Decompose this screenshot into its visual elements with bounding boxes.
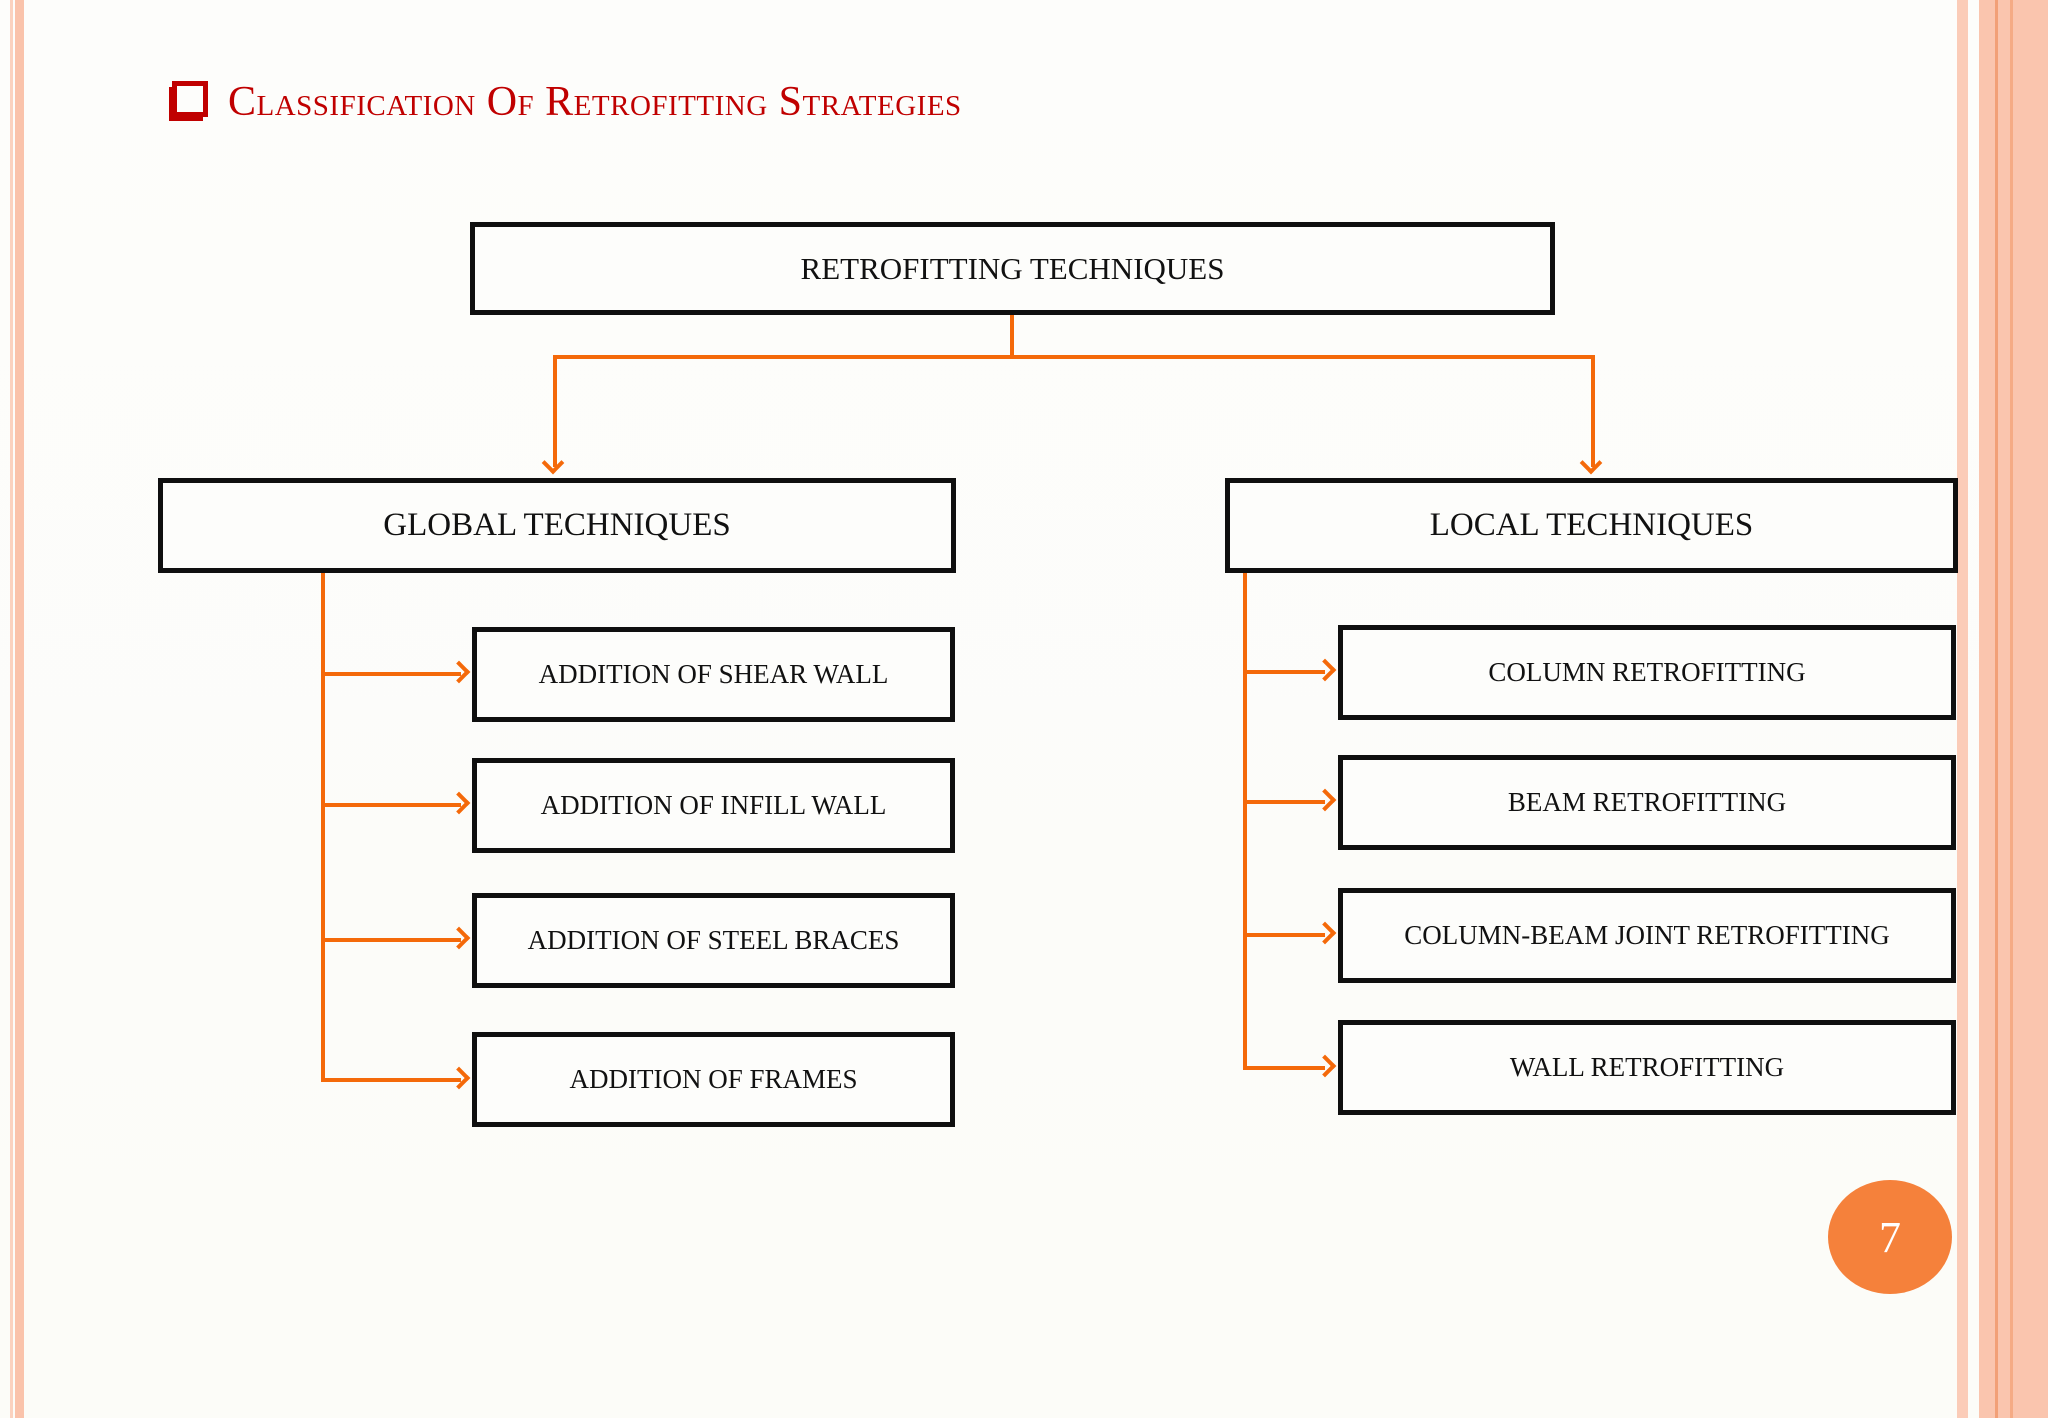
- node-global-techniques: GLOBAL TECHNIQUES: [158, 478, 956, 573]
- node-label: WALL RETROFITTING: [1509, 1052, 1785, 1082]
- node-addition-of-steel-braces: ADDITION OF STEEL BRACES: [472, 893, 955, 988]
- node-label: ADDITION OF FRAMES: [569, 1064, 858, 1094]
- connector-drop-global: [553, 355, 557, 467]
- arrowhead-beam-retrofit: [1313, 788, 1337, 812]
- connector-arm-shear-wall: [321, 672, 461, 676]
- arrowhead-frames: [447, 1066, 471, 1090]
- node-label: GLOBAL TECHNIQUES: [383, 507, 731, 543]
- node-column-retrofitting: COLUMN RETROFITTING: [1338, 625, 1956, 720]
- arrowhead-down-local: [1579, 451, 1603, 475]
- node-addition-of-frames: ADDITION OF FRAMES: [472, 1032, 955, 1127]
- square-bullet-icon: [172, 81, 208, 118]
- right-border-accent-line-1: [1995, 0, 1998, 1418]
- node-local-techniques: LOCAL TECHNIQUES: [1225, 478, 1958, 573]
- arrowhead-joint-retrofit: [1313, 921, 1337, 945]
- right-border-accent-line-2: [2010, 0, 2013, 1418]
- connector-arm-steel-braces: [321, 938, 461, 942]
- page-number: 7: [1879, 1212, 1901, 1262]
- left-border-thin-stripe: [10, 0, 13, 1418]
- node-label: RETROFITTING TECHNIQUES: [800, 250, 1225, 286]
- connector-drop-local: [1591, 355, 1595, 467]
- node-label: ADDITION OF INFILL WALL: [540, 790, 887, 820]
- right-border-thin-stripe: [1957, 0, 1968, 1418]
- connector-trunk-local: [1243, 567, 1247, 1070]
- right-border-band: [1979, 0, 2048, 1418]
- connector-split-horizontal: [553, 355, 1595, 359]
- node-label: ADDITION OF STEEL BRACES: [527, 925, 900, 955]
- left-border-wide-stripe: [15, 0, 24, 1418]
- connector-arm-beam-retrofit: [1243, 800, 1325, 804]
- connector-trunk-global: [321, 567, 325, 1082]
- connector-root-stub: [1010, 315, 1014, 357]
- slide-title: Classification Of Retrofitting Strategie…: [228, 79, 962, 125]
- node-wall-retrofitting: WALL RETROFITTING: [1338, 1020, 1956, 1115]
- connector-arm-infill-wall: [321, 803, 461, 807]
- node-label: COLUMN-BEAM JOINT RETROFITTING: [1404, 920, 1890, 950]
- node-addition-of-shear-wall: ADDITION OF SHEAR WALL: [472, 627, 955, 722]
- node-retrofitting-techniques: RETROFITTING TECHNIQUES: [470, 222, 1555, 315]
- arrowhead-column-retrofit: [1313, 658, 1337, 682]
- node-addition-of-infill-wall: ADDITION OF INFILL WALL: [472, 758, 955, 853]
- node-column-beam-joint-retrofitting: COLUMN-BEAM JOINT RETROFITTING: [1338, 888, 1956, 983]
- connector-arm-wall-retrofit: [1243, 1066, 1325, 1070]
- node-label: ADDITION OF SHEAR WALL: [538, 659, 889, 689]
- connector-arm-frames: [321, 1078, 461, 1082]
- node-label: BEAM RETROFITTING: [1507, 787, 1787, 817]
- arrowhead-down-global: [541, 451, 565, 475]
- node-beam-retrofitting: BEAM RETROFITTING: [1338, 755, 1956, 850]
- node-label: COLUMN RETROFITTING: [1488, 657, 1806, 687]
- arrowhead-steel-braces: [447, 926, 471, 950]
- slide-title-row: Classification Of Retrofitting Strategie…: [172, 80, 962, 124]
- arrowhead-shear-wall: [447, 660, 471, 684]
- connector-arm-joint-retrofit: [1243, 933, 1325, 937]
- page-number-badge: 7: [1828, 1180, 1952, 1294]
- connector-arm-column-retrofit: [1243, 670, 1325, 674]
- arrowhead-infill-wall: [447, 791, 471, 815]
- arrowhead-wall-retrofit: [1313, 1054, 1337, 1078]
- node-label: LOCAL TECHNIQUES: [1429, 507, 1754, 543]
